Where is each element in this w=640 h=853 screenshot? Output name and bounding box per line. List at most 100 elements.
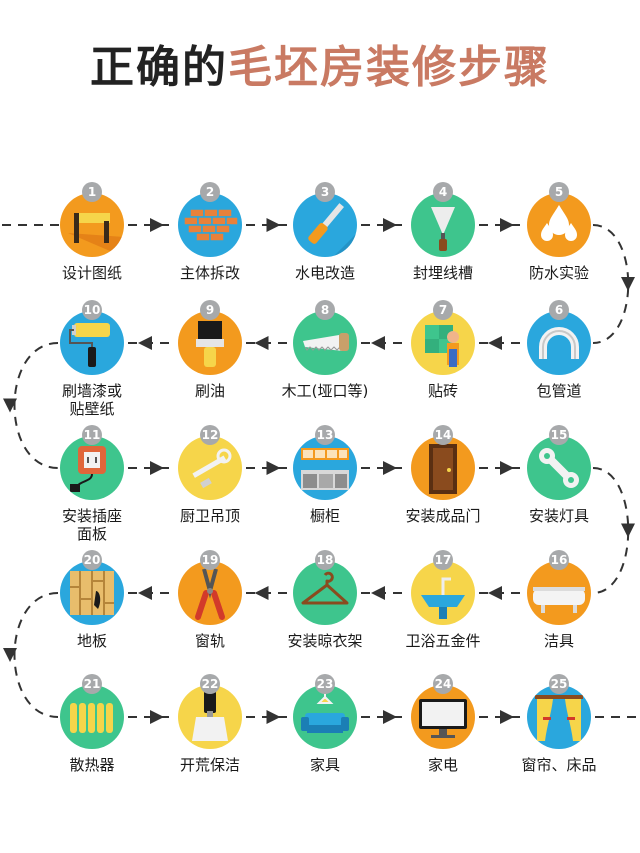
flow-arrow [254, 336, 269, 350]
step-number-badge: 17 [433, 550, 453, 570]
step-number-badge: 11 [82, 425, 102, 445]
saw-icon [293, 311, 357, 375]
step-number-badge: 19 [200, 550, 220, 570]
flow-arrow [266, 218, 281, 232]
step-label: 防水实验 [528, 264, 589, 282]
step-number-badge: 7 [433, 300, 453, 320]
step-number-badge: 2 [200, 182, 220, 202]
step-label: 窗轨 [194, 632, 225, 650]
scraper-icon [178, 685, 242, 749]
step-label: 安装成品门 [405, 507, 481, 525]
step-label: 厨卫吊顶 [179, 507, 240, 525]
step-label: 木工(垭口等) [281, 382, 369, 400]
step-number-badge: 9 [200, 300, 220, 320]
step-7: 7 贴砖 [383, 300, 503, 450]
hanger-icon [293, 561, 357, 625]
flow-arrow [150, 461, 164, 475]
step-number-badge: 1 [82, 182, 102, 202]
step-number-badge: 3 [315, 182, 335, 202]
curtains-icon [527, 685, 591, 749]
step-label: 包管道 [536, 382, 582, 400]
step-number-badge: 12 [200, 425, 220, 445]
step-6: 6 包管道 [499, 300, 619, 450]
flow-arrow [150, 218, 164, 232]
step-label: 设计图纸 [61, 264, 122, 282]
paint-brush-icon [178, 311, 242, 375]
flow-arrow [3, 648, 17, 662]
flow-arrow [488, 336, 502, 350]
step-number-badge: 24 [433, 674, 453, 694]
step-label: 家具 [309, 756, 340, 774]
step-2: 2 主体拆改 [150, 182, 270, 332]
pliers-icon [178, 561, 242, 625]
sofa-icon [293, 685, 357, 749]
title-part-2: 毛坯房装修步骤 [228, 42, 550, 93]
step-label: 贴砖 [427, 382, 458, 400]
flow-arrow [488, 586, 502, 600]
step-21: 21 散热器 [32, 674, 152, 824]
step-1: 1 设计图纸 [32, 182, 152, 332]
flow-arrow [254, 586, 269, 600]
step-number-badge: 22 [200, 674, 220, 694]
step-label: 散热器 [69, 756, 115, 774]
step-12: 12 厨卫吊顶 [150, 425, 270, 575]
flow-arrow [500, 218, 514, 232]
step-3: 3 水电改造 [265, 182, 385, 332]
step-9: 9 刷油 [150, 300, 270, 450]
step-number-badge: 4 [433, 182, 453, 202]
step-label: 水电改造 [294, 264, 355, 282]
step-number-badge: 15 [549, 425, 569, 445]
kitchen-cabinet-icon [293, 436, 357, 500]
step-15: 15 安装灯具 [499, 425, 619, 575]
flow-arrow [383, 218, 397, 232]
radiator-icon [60, 685, 124, 749]
step-number-badge: 8 [315, 300, 335, 320]
flow-arrow [500, 710, 514, 724]
step-24: 24 家电 [383, 674, 503, 824]
water-drops-icon [527, 193, 591, 257]
ceiling-tool-icon [178, 436, 242, 500]
step-8: 8 木工(垭口等) [265, 300, 385, 450]
step-number-badge: 23 [315, 674, 335, 694]
step-number-badge: 18 [315, 550, 335, 570]
drafting-icon [60, 193, 124, 257]
step-label: 刷油 [194, 382, 225, 400]
step-label: 地板 [76, 632, 107, 650]
step-number-badge: 25 [549, 674, 569, 694]
step-19: 19 窗轨 [150, 550, 270, 700]
wrench-icon [527, 436, 591, 500]
paint-roller-icon [60, 311, 124, 375]
step-10: 10 刷墙漆或 贴壁纸 [32, 300, 152, 450]
flow-connector [592, 224, 630, 344]
step-number-badge: 6 [549, 300, 569, 320]
step-number-badge: 14 [433, 425, 453, 445]
floor-planks-icon [60, 561, 124, 625]
step-label: 安装插座 面板 [61, 507, 122, 543]
step-label: 洁具 [543, 632, 574, 650]
step-number-badge: 10 [82, 300, 102, 320]
step-label: 刷墙漆或 贴壁纸 [61, 382, 122, 418]
step-label: 橱柜 [309, 507, 340, 525]
step-label: 安装灯具 [528, 507, 589, 525]
flow-arrow [266, 461, 281, 475]
flow-arrow [150, 710, 164, 724]
step-number-badge: 21 [82, 674, 102, 694]
step-14: 14 安装成品门 [383, 425, 503, 575]
title-part-1: 正确的 [90, 42, 228, 93]
page-title: 正确的毛坯房装修步骤 [0, 38, 640, 98]
flow-arrow [621, 277, 635, 291]
step-label: 家电 [427, 756, 458, 774]
step-11: 11 安装插座 面板 [32, 425, 152, 575]
step-label: 主体拆改 [179, 264, 240, 282]
flow-arrow [371, 586, 385, 600]
trowel-icon [411, 193, 475, 257]
flow-arrow [500, 461, 514, 475]
socket-plug-icon [60, 436, 124, 500]
